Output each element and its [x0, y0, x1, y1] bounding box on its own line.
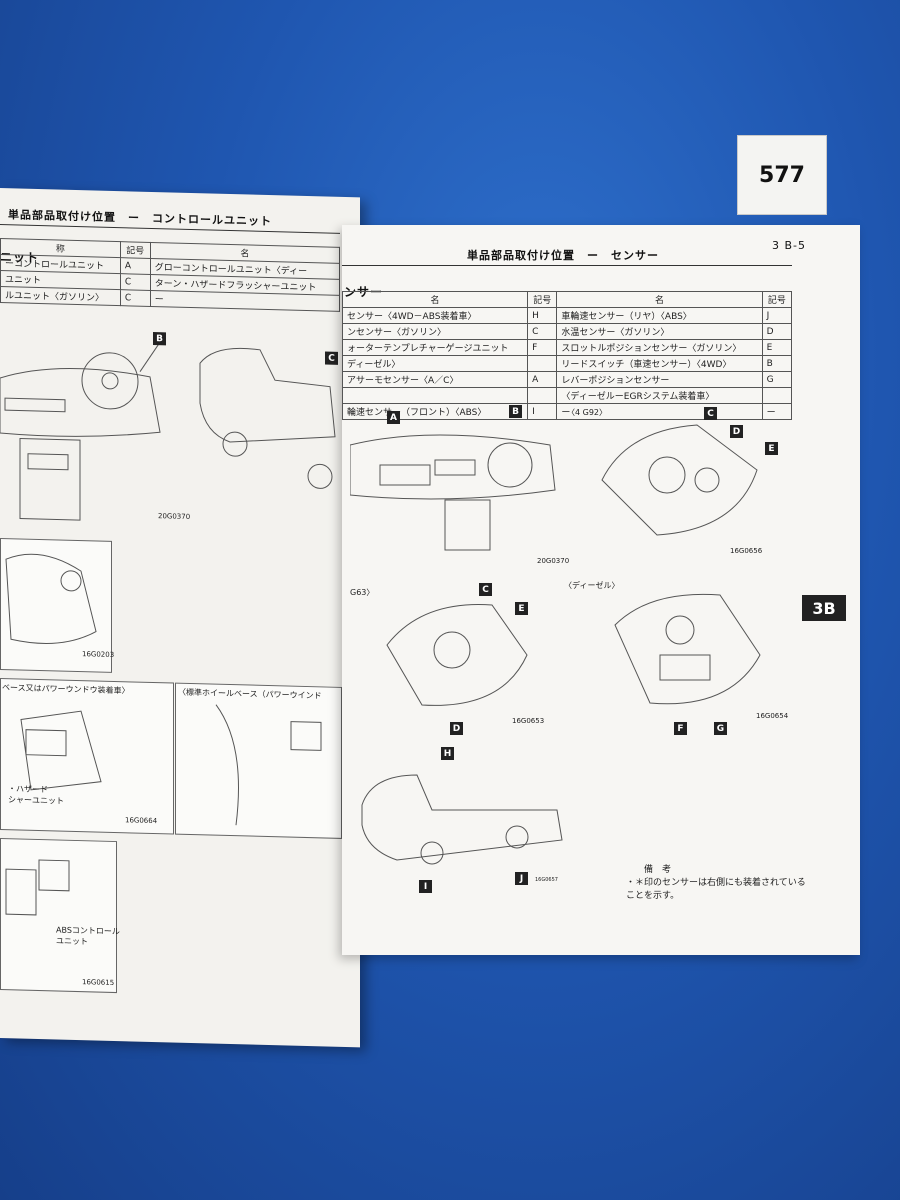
table-cell: [342, 387, 529, 404]
engine-g63-figure: [386, 604, 528, 706]
truck-figure: [361, 774, 563, 865]
dashboard-sensor-figure: [350, 434, 556, 551]
subtitle-4g92: 〈4 G92〉: [567, 408, 608, 417]
callout-c2: C: [479, 583, 492, 596]
callout-h: H: [441, 747, 454, 760]
col-header: 記号: [761, 291, 793, 308]
table-row: ディーゼル〉 リードスイッチ（車速センサー）〈4WD〉B: [342, 355, 793, 372]
dashboard-illustration: [0, 341, 336, 521]
figure-code: 20G0370: [158, 512, 191, 521]
table-cell: [761, 387, 793, 404]
header-rule: [342, 265, 792, 266]
right-page: 単品部品取付け位置 ー センサー 3 B-5 ンサー 名 記号 名 記号 センサ…: [342, 225, 860, 955]
subtitle-diesel: 〈ディーゼル〉: [564, 581, 620, 590]
figure-code: 16G0657: [535, 877, 558, 883]
left-parts-table: 称 記号 名 ーコントロールユニット A グローコントロールユニット〈ディー ユ…: [0, 238, 340, 312]
table-cell: 〈ディーゼルーEGRシステム装着車〉: [556, 387, 763, 404]
table-cell: ディーゼル〉: [342, 355, 529, 372]
callout-d: D: [730, 425, 743, 438]
page-number: 3 B-5: [772, 239, 807, 252]
remarks-title: 備 考: [644, 865, 672, 875]
callout-e2: E: [515, 602, 528, 615]
callout-b: B: [509, 405, 522, 418]
callout-f: F: [674, 722, 687, 735]
callout-b: B: [153, 332, 166, 346]
table-cell: C: [120, 273, 151, 291]
callout-j: J: [515, 872, 528, 885]
subtitle-g63: G63〉: [350, 588, 375, 597]
table-cell: 車輪速センサー（リヤ）〈ABS〉: [556, 307, 763, 324]
callout-c: C: [704, 407, 717, 420]
tag-number-sticker: 577: [737, 135, 827, 215]
col-header: 記号: [527, 291, 558, 308]
table-cell: D: [761, 323, 793, 340]
figure-code: 16G0654: [756, 712, 789, 720]
callout-e: E: [765, 442, 778, 455]
flasher-figure-left: [0, 678, 174, 835]
figure-code: 16G0653: [512, 717, 545, 725]
table-cell: 水温センサー〈ガソリン〉: [556, 323, 763, 340]
table-cell: A: [120, 257, 151, 275]
engine-bay-figure: [0, 538, 112, 673]
table-cell: J: [761, 307, 793, 324]
callout-g: G: [714, 722, 727, 735]
table-cell: ルユニット〈ガソリン〉: [0, 286, 121, 306]
remarks-text: ・＊印のセンサーは右側にも装着されている ことを示す。: [626, 878, 806, 901]
right-page-header: 単品部品取付け位置 ー センサー: [467, 249, 659, 262]
caption-abs: ABSコントロール ユニット: [56, 925, 120, 947]
table-row: 〈ディーゼルーEGRシステム装着車〉: [342, 387, 793, 404]
table-cell: B: [761, 355, 793, 372]
table-cell: [527, 355, 558, 372]
flasher-figure-right: [175, 682, 342, 839]
col-header: 名: [556, 291, 763, 308]
table-cell: I: [527, 403, 558, 420]
caption-hazard: ・ハザード シャーユニット: [8, 784, 64, 806]
figure-code: 16G0203: [82, 650, 115, 659]
table-cell: C: [527, 323, 558, 340]
callout-c: C: [325, 351, 338, 365]
engine-4g92-figure: [601, 424, 758, 536]
abs-unit-figure: [0, 838, 117, 994]
table-cell: E: [761, 339, 793, 356]
left-page: 単品部品取付け位置 ー コントロールユニット ニット 称 記号 名 ーコントロー…: [0, 188, 360, 1048]
figure-code: 16G0664: [125, 816, 158, 826]
table-cell: リードスイッチ（車速センサー）〈4WD〉: [556, 355, 763, 372]
figure-code: 16G0615: [82, 978, 115, 987]
col-header-code: 記号: [120, 241, 151, 259]
callout-i: I: [419, 880, 432, 893]
table-cell: ンセンサー〈ガソリン〉: [342, 323, 529, 340]
table-cell: ォーターテンプレチャーゲージユニット: [342, 339, 529, 356]
col-header: 名: [342, 291, 529, 308]
table-cell: アサーモセンサー〈A／C〉: [342, 371, 529, 388]
table-cell: レバーポジションセンサー: [556, 371, 763, 388]
table-cell: ー: [761, 403, 793, 420]
section-tab-3b: 3B: [802, 595, 846, 621]
figure-code: 20G0370: [537, 557, 570, 565]
table-cell: A: [527, 371, 558, 388]
engine-diesel-figure: [614, 593, 761, 705]
callout-d2: D: [450, 722, 463, 735]
table-cell: センサー〈4WD－ABS装着車〉: [342, 307, 529, 324]
table-cell: [527, 387, 558, 404]
table-cell: H: [527, 307, 558, 324]
table-cell: F: [527, 339, 558, 356]
figure-code: 16G0656: [730, 547, 763, 555]
table-cell: C: [120, 289, 151, 307]
table-cell: スロットルポジションセンサー〈ガソリン〉: [556, 339, 763, 356]
table-cell: G: [761, 371, 793, 388]
callout-a: A: [387, 411, 400, 424]
